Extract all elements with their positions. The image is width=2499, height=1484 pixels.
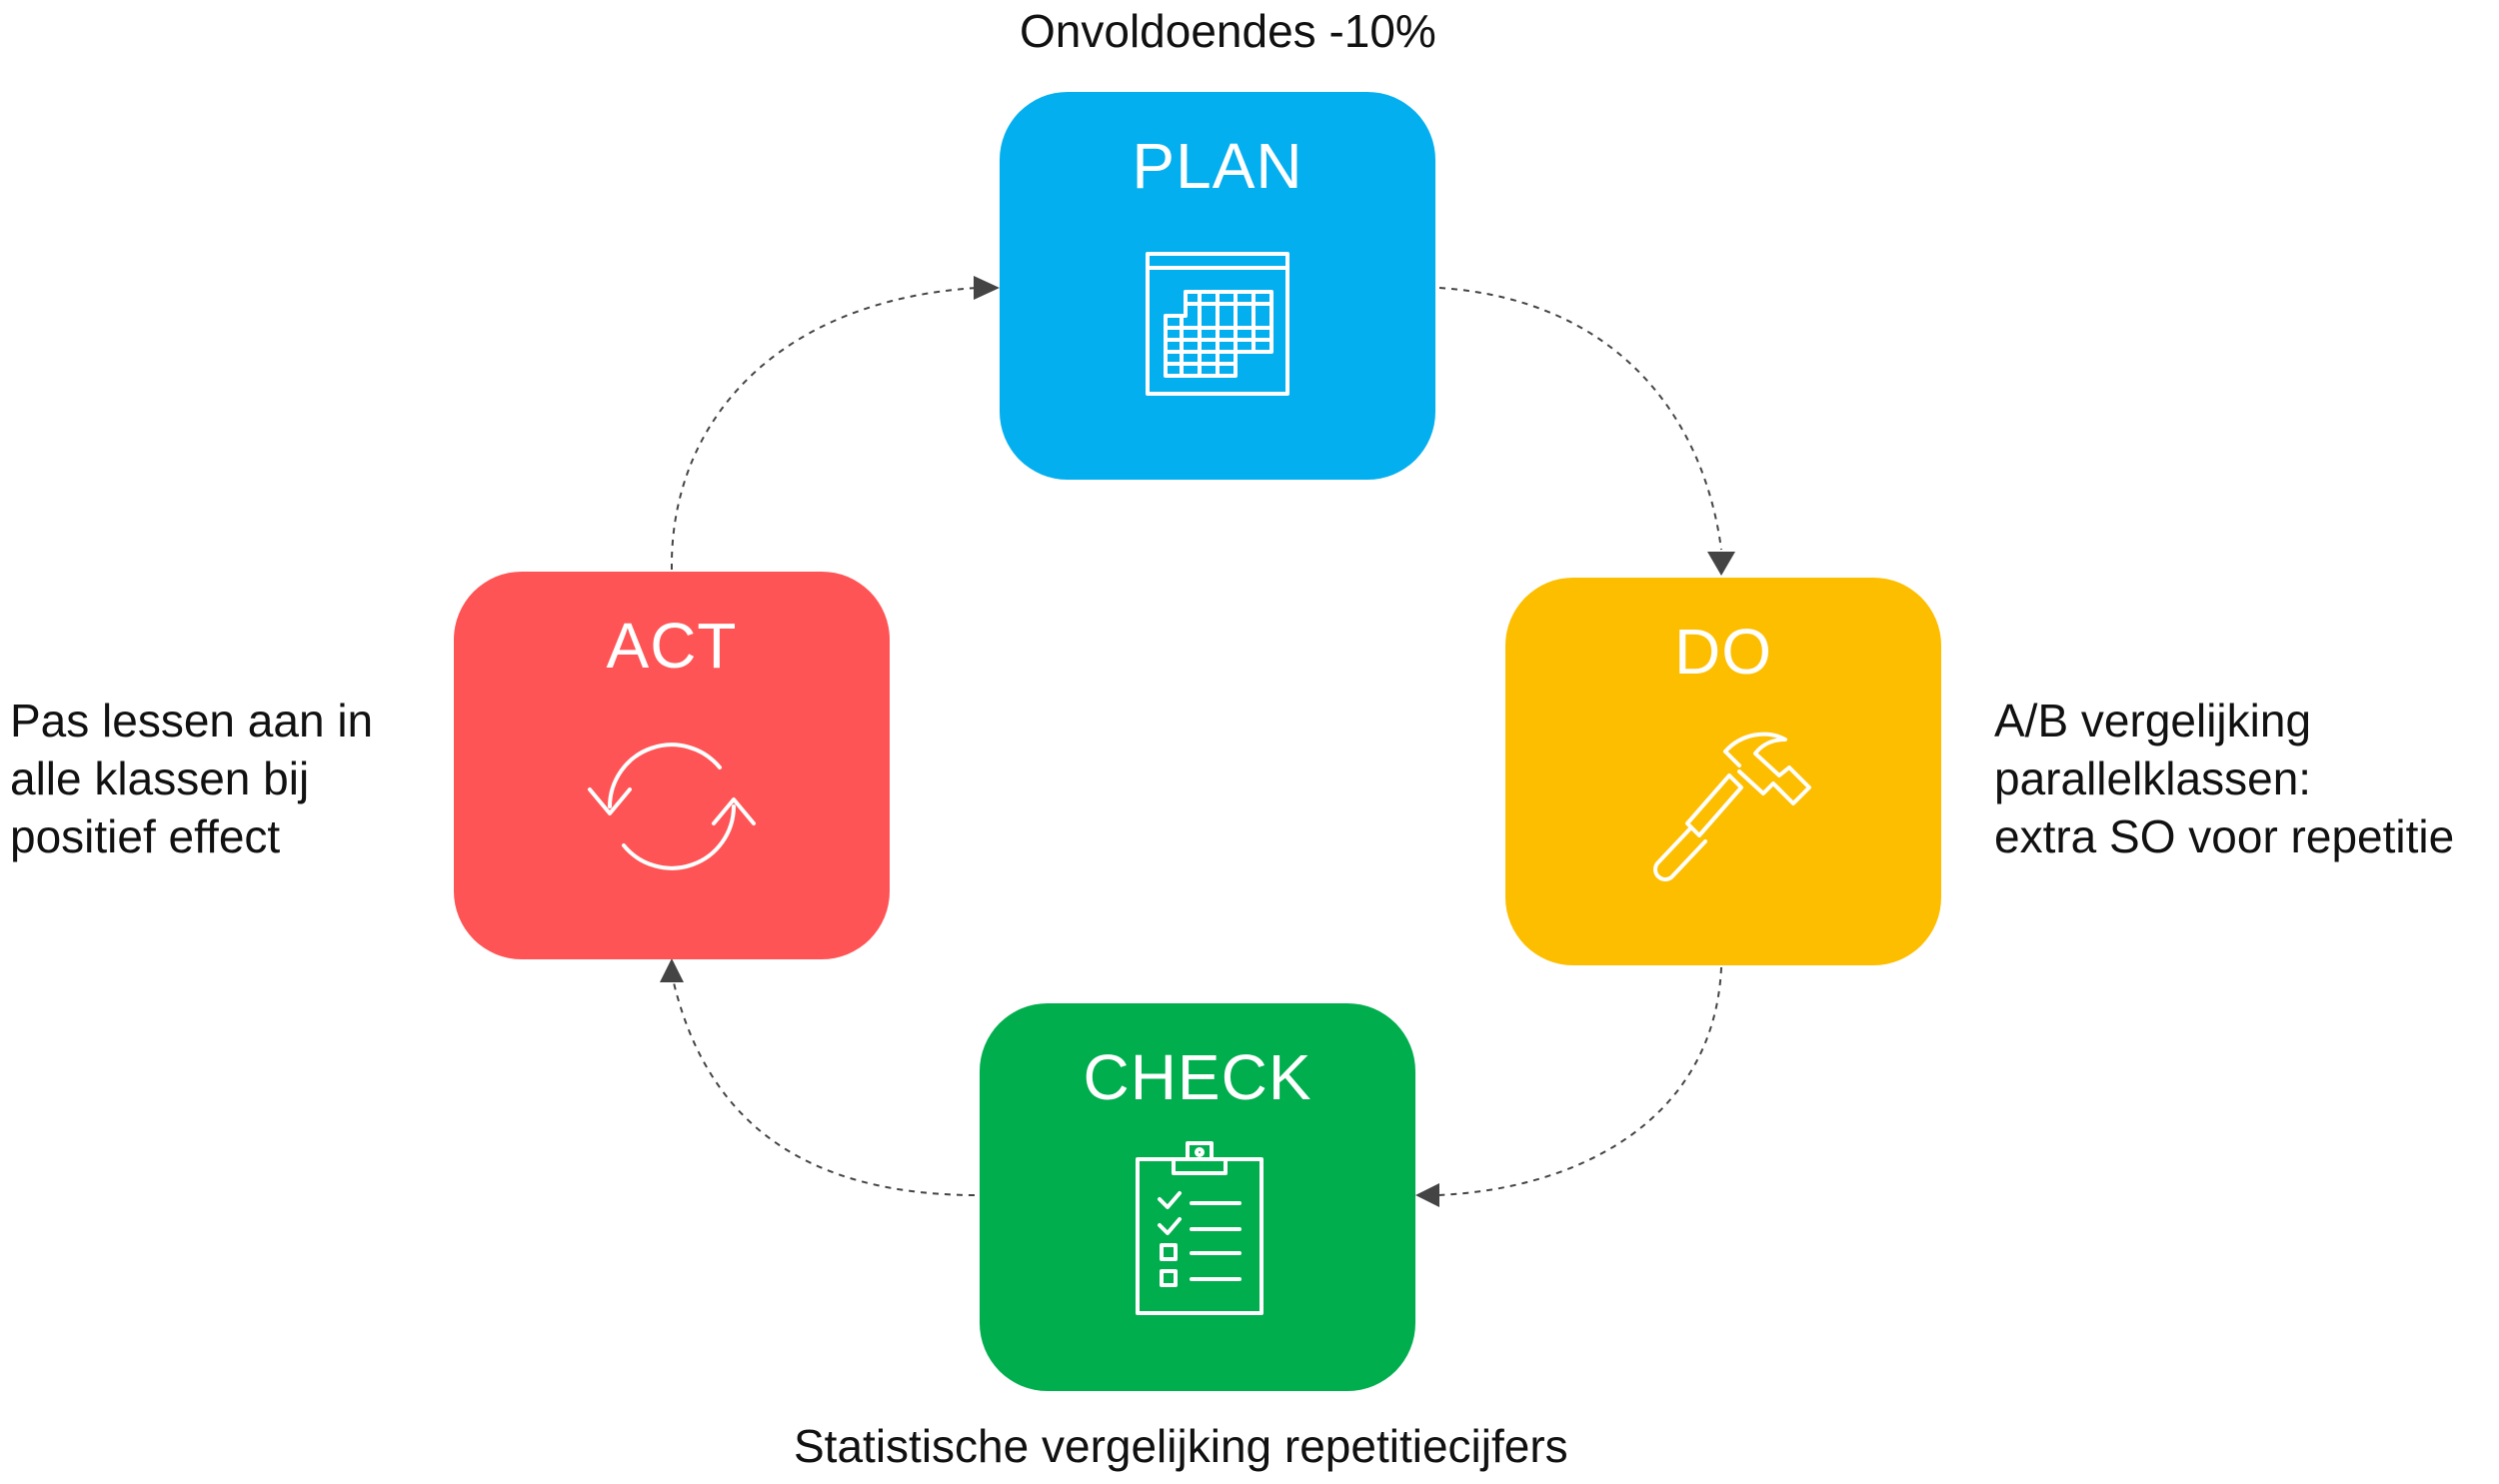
check-annotation: Statistische vergelijking repetitiecijfe… xyxy=(794,1417,1568,1475)
arrowhead-into-act xyxy=(660,958,684,982)
act-annotation-line: positief effect xyxy=(10,810,281,862)
do-annotation-line: extra SO voor repetitie xyxy=(1994,810,2455,862)
act-step-box: ACT xyxy=(454,572,890,959)
connector-check-to-act xyxy=(671,973,976,1196)
do-step-title: DO xyxy=(1674,616,1772,688)
check-annotation-line: Statistische vergelijking repetitiecijfe… xyxy=(794,1420,1568,1472)
clipboard-checklist-icon xyxy=(1136,1139,1263,1315)
arrowhead-into-check xyxy=(1415,1183,1439,1207)
act-annotation-line: Pas lessen aan in xyxy=(10,695,374,746)
plan-step-box: PLAN xyxy=(1000,92,1435,480)
do-step-box: DO xyxy=(1505,578,1941,965)
plan-annotation: Onvoldoendes -10% xyxy=(1020,2,1436,60)
connector-plan-to-do xyxy=(1438,287,1722,551)
connector-act-to-plan xyxy=(670,287,979,571)
plan-step-title: PLAN xyxy=(1132,130,1303,202)
arrowhead-into-do xyxy=(1707,552,1735,576)
plan-annotation-line: Onvoldoendes -10% xyxy=(1020,5,1436,57)
calendar-icon xyxy=(1146,252,1289,396)
arrowhead-into-plan xyxy=(974,276,1000,300)
do-annotation-line: parallelklassen: xyxy=(1994,752,2312,804)
act-annotation: Pas lessen aan in alle klassen bij posit… xyxy=(10,692,373,865)
hammer-icon xyxy=(1639,724,1819,883)
act-annotation-line: alle klassen bij xyxy=(10,752,310,804)
check-step-box: CHECK xyxy=(980,1003,1415,1391)
do-annotation-line: A/B vergelijking xyxy=(1994,695,2312,746)
connector-do-to-check xyxy=(1436,966,1722,1196)
act-step-title: ACT xyxy=(606,610,738,682)
check-step-title: CHECK xyxy=(1083,1041,1312,1113)
do-annotation: A/B vergelijking parallelklassen: extra … xyxy=(1994,692,2454,865)
refresh-cycle-icon xyxy=(572,732,772,881)
